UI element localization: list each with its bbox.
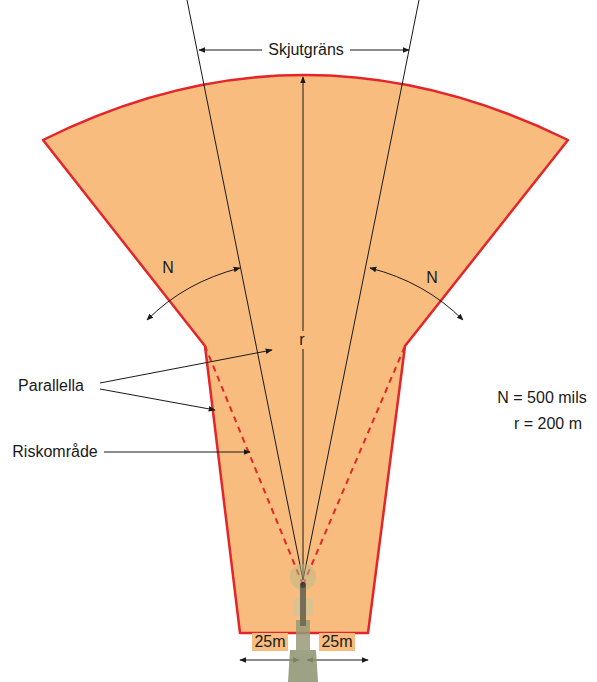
weapon-symbol bbox=[288, 564, 318, 682]
dimension-label: 25m bbox=[319, 633, 354, 651]
leader-line bbox=[100, 350, 272, 383]
limit-arrow bbox=[199, 50, 262, 51]
note-text: N = 500 mils bbox=[495, 389, 588, 407]
angle-arc bbox=[147, 268, 240, 320]
angle-label: N bbox=[424, 269, 440, 287]
firing-limit-line bbox=[187, 0, 419, 580]
angle-arc bbox=[370, 268, 463, 320]
leader-line bbox=[100, 389, 215, 410]
leader-line bbox=[104, 452, 250, 453]
radius-label: r bbox=[297, 331, 306, 349]
radius-line bbox=[303, 77, 304, 580]
angle-label: N bbox=[160, 259, 176, 277]
firing-limit-label: Skjutgräns bbox=[266, 41, 346, 59]
note-text: r = 200 m bbox=[512, 415, 584, 433]
dashed-boundary bbox=[205, 346, 405, 585]
limit-arrow bbox=[350, 50, 409, 51]
dimension-label: 25m bbox=[252, 633, 287, 651]
risk-area bbox=[43, 75, 568, 633]
leader-label: Riskområde bbox=[10, 443, 99, 461]
leader-label: Parallella bbox=[16, 377, 86, 395]
